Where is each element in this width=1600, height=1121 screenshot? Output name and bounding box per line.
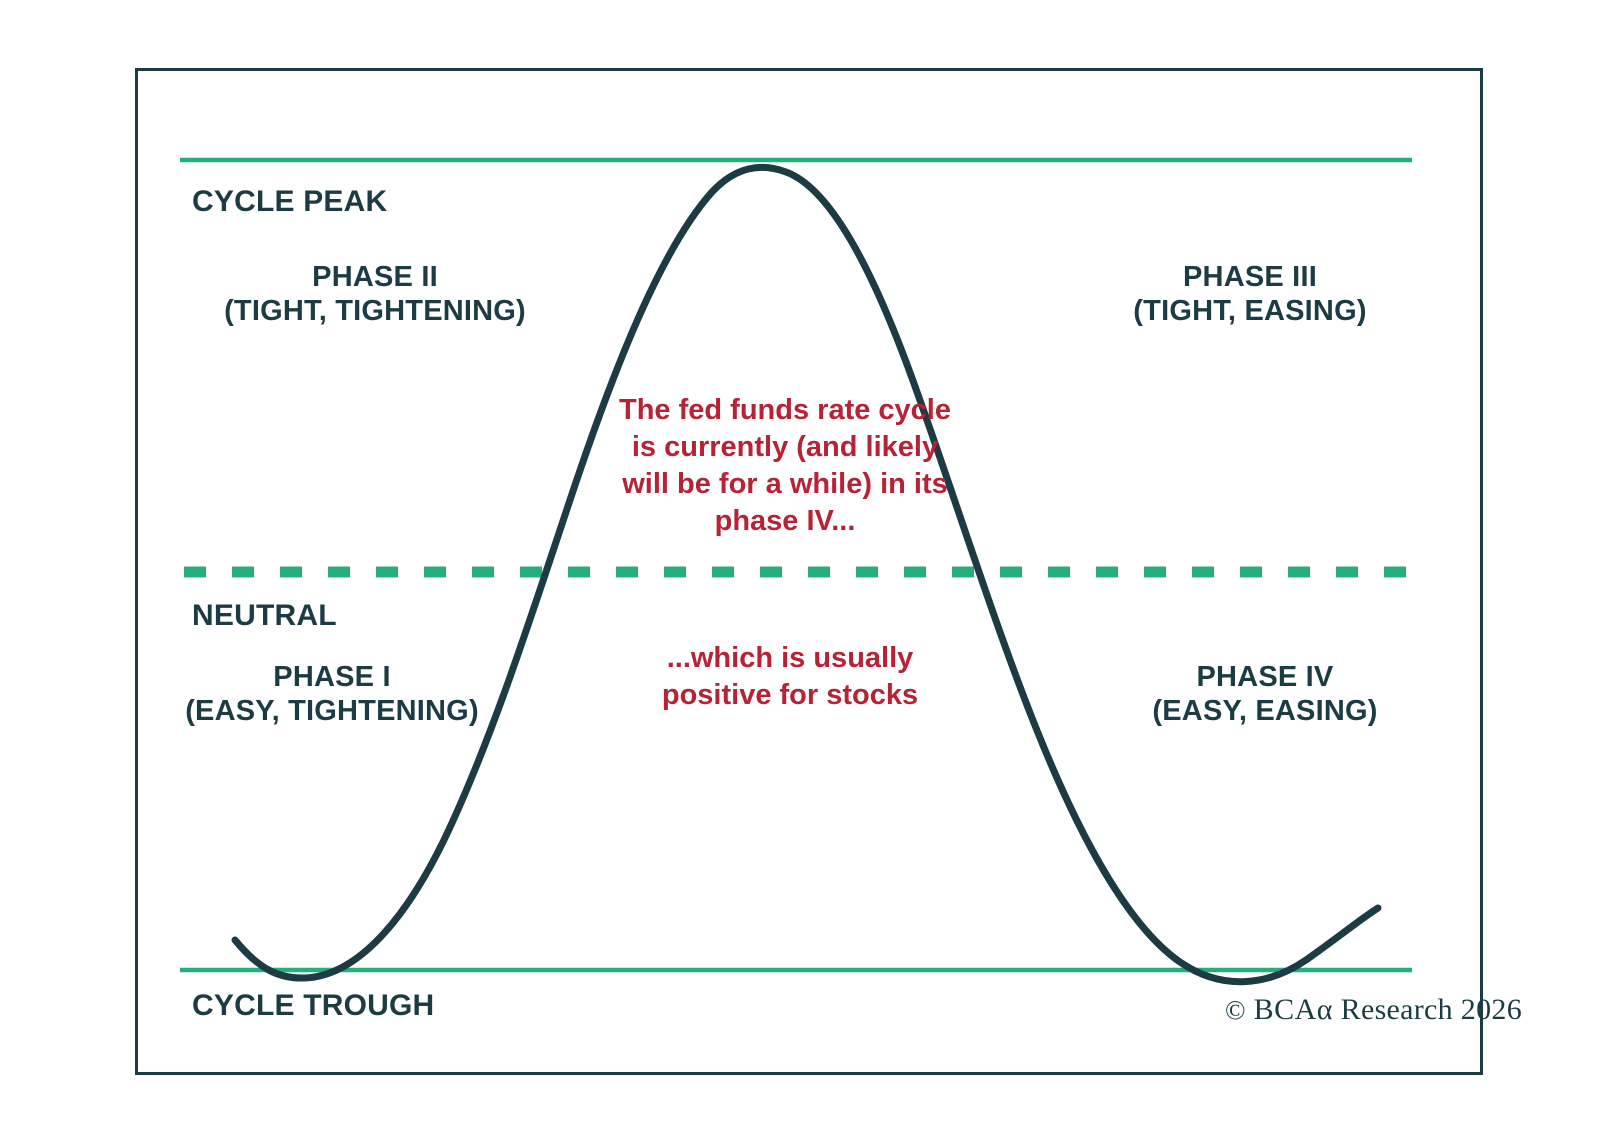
cycle-peak-label: CYCLE PEAK (192, 185, 388, 218)
brand-suffix: Research (1340, 993, 1453, 1026)
phase-1-descriptor: (EASY, TIGHTENING) (185, 695, 479, 728)
cycle-trough-label: CYCLE TROUGH (192, 989, 435, 1022)
copyright-credit: © BCAα Research 2026 (1225, 993, 1522, 1027)
neutral-label: NEUTRAL (192, 599, 337, 632)
phase-3-label: PHASE III (TIGHT, EASING) (1060, 260, 1440, 328)
phase-3-name: PHASE III (1183, 261, 1317, 293)
phase-4-label: PHASE IV (EASY, EASING) (1075, 660, 1455, 728)
phase-3-descriptor: (TIGHT, EASING) (1133, 295, 1367, 328)
phase-1-label: PHASE I (EASY, TIGHTENING) (142, 660, 522, 728)
brand-name: BCA (1253, 993, 1317, 1026)
annotation-top: The fed funds rate cycle is currently (a… (619, 394, 951, 538)
phase-2-name: PHASE II (312, 261, 438, 293)
phase-2-descriptor: (TIGHT, TIGHTENING) (224, 295, 526, 328)
phase-4-name: PHASE IV (1196, 661, 1334, 693)
alpha-glyph: α (1316, 993, 1333, 1026)
phase-4-descriptor: (EASY, EASING) (1152, 695, 1378, 728)
annotation-bottom: ...which is usually positive for stocks (661, 642, 919, 712)
copyright-mark: © (1224, 995, 1246, 1025)
phase-1-name: PHASE I (273, 661, 391, 693)
phase-2-label: PHASE II (TIGHT, TIGHTENING) (185, 260, 565, 328)
copyright-year: 2026 (1460, 993, 1522, 1026)
